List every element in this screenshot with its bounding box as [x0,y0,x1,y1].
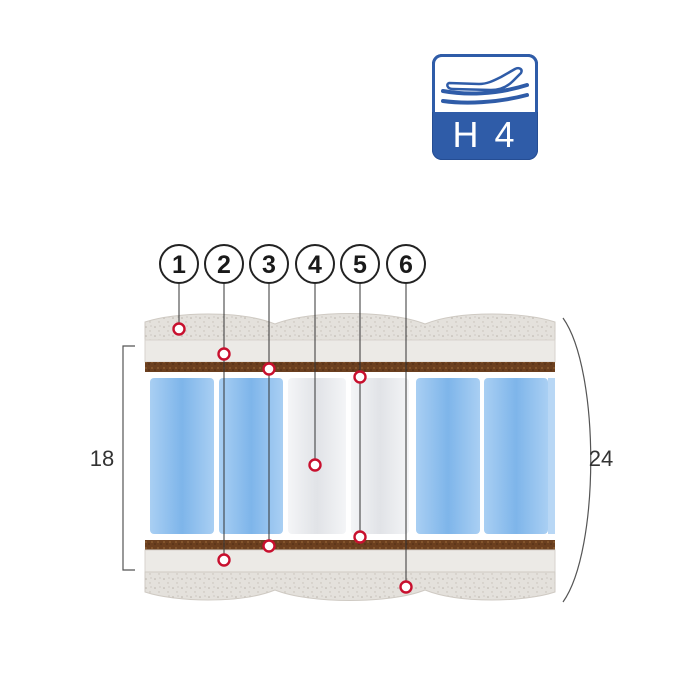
callout-5: 5 [340,244,380,284]
firmness-level: H 4 [452,114,518,155]
core-height-label: 18 [90,446,114,471]
firmness-badge: H 4 [432,54,538,160]
core-height-bracket [122,345,135,571]
marker-layer-1 [172,322,186,336]
hand-pressing-mattress-icon [441,66,529,105]
top-felt-layer [144,339,556,363]
layer-markers [172,322,413,594]
total-height-label: 24 [589,446,613,471]
leader-lines [178,284,407,587]
bottom-coir-layer [145,540,555,550]
svg-text:1: 1 [172,251,186,279]
svg-text:3: 3 [262,251,276,279]
marker-layer-6 [399,580,413,594]
callout-2: 2 [204,244,244,284]
layer-callouts: 1 2 3 4 5 6 [159,244,426,284]
callout-3: 3 [249,244,289,284]
marker-layer-5-bottom [353,530,367,544]
callout-6: 6 [386,244,426,284]
pocket-springs [150,378,555,534]
total-height-bracket [562,317,592,603]
badge-top-panel [432,54,538,112]
marker-layer-3-top [262,362,276,376]
top-cover-layer [144,313,556,341]
svg-text:2: 2 [217,251,231,279]
marker-layer-5-top [353,370,367,384]
bottom-cover-layer [144,571,556,601]
marker-layer-2-top [217,347,231,361]
callout-1: 1 [159,244,199,284]
svg-text:5: 5 [353,251,367,279]
marker-layer-2-bottom [217,553,231,567]
bottom-felt-layer [144,549,556,573]
marker-layer-3-bottom [262,539,276,553]
top-coir-layer [145,362,555,372]
svg-text:4: 4 [308,251,322,279]
callout-4: 4 [295,244,335,284]
svg-text:6: 6 [399,251,413,279]
marker-layer-4 [308,458,322,472]
